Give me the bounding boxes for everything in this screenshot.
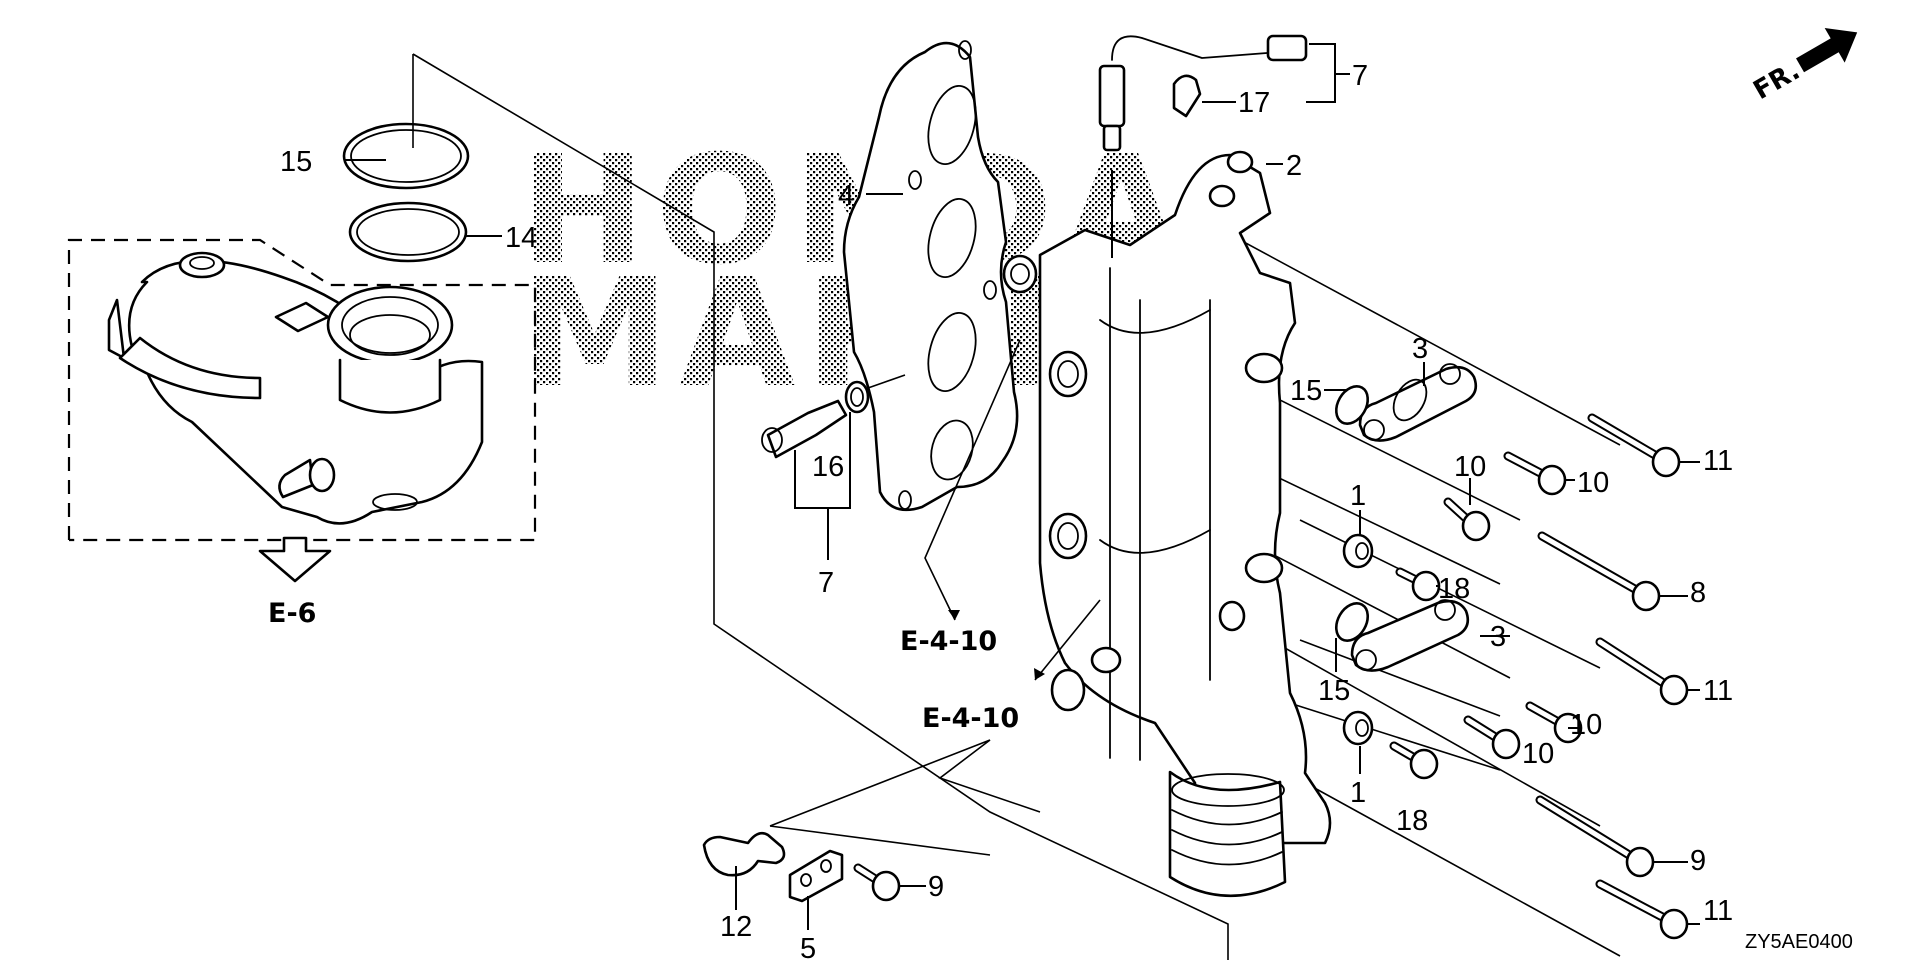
- bolt-11-c-head: [1659, 908, 1689, 940]
- bolts: [853, 413, 1700, 940]
- callout-11-a[interactable]: 11: [1703, 445, 1733, 477]
- callout-18-a[interactable]: 18: [1438, 573, 1470, 605]
- bolt-10-b-head: [1537, 464, 1567, 496]
- drawing-code: ZY5AE0400: [1745, 931, 1853, 953]
- o-ring-13: [348, 201, 468, 263]
- reference-e4-10-lower[interactable]: E-4-10: [922, 703, 1019, 734]
- leader-7: [794, 412, 851, 509]
- bolt-8-b-shaft-fill: [1537, 797, 1637, 861]
- bolt-11-a: [1587, 413, 1700, 478]
- bolt-11-c-shaft-fill: [1597, 881, 1671, 923]
- callout-12[interactable]: 12: [720, 911, 752, 943]
- bolt-8-a-head: [1631, 580, 1661, 612]
- callout-3-upper[interactable]: 3: [1412, 333, 1428, 365]
- front-direction-indicator: FR.: [1749, 28, 1858, 106]
- washer-16: [844, 380, 870, 414]
- callout-8-a[interactable]: 8: [1690, 577, 1706, 609]
- callout-1-lower[interactable]: 1: [1350, 777, 1366, 809]
- callout-leaders: [344, 43, 1510, 930]
- callout-3-lower[interactable]: 3: [1490, 621, 1506, 653]
- callout-11-c[interactable]: 11: [1703, 895, 1733, 927]
- screw-18-a-head: [1411, 570, 1441, 602]
- reference-e4-10-upper[interactable]: E-4-10: [900, 626, 997, 657]
- callout-11-b[interactable]: 11: [1703, 675, 1733, 707]
- clamp: [702, 831, 786, 877]
- manifold-gasket: [842, 40, 1019, 512]
- bolt-11-c: [1595, 879, 1700, 940]
- bolt-11-a-head: [1651, 446, 1681, 478]
- callout-5[interactable]: 5: [800, 933, 816, 960]
- o-ring-15-upper: [1334, 385, 1370, 425]
- bolt-10-d-head: [1491, 728, 1521, 760]
- callout-labels: 15 14 4 2 7 17 3 3 15 15 1 1 10 10 10 10…: [280, 60, 1733, 960]
- o-ring-15-lower: [1334, 602, 1370, 642]
- collar-lower: [1342, 710, 1374, 746]
- bolt-8-a-shaft-fill: [1539, 533, 1643, 595]
- callout-10-b[interactable]: 10: [1577, 467, 1609, 499]
- hollow-down-arrow-icon: [258, 536, 332, 583]
- callout-17[interactable]: 17: [1238, 87, 1270, 119]
- bolt-11-b: [1595, 637, 1700, 706]
- bolt-10-a-head: [1461, 510, 1491, 542]
- bolt-8-b-head: [1625, 846, 1655, 878]
- callout-18-b[interactable]: 18: [1396, 805, 1428, 837]
- bolt-8-a: [1537, 531, 1688, 612]
- bolt-11-b-shaft-fill: [1597, 639, 1671, 689]
- bolt-10-b: [1503, 451, 1575, 496]
- callout-15-lower[interactable]: 15: [1318, 675, 1350, 707]
- collar-upper: [1342, 533, 1374, 569]
- stay: [788, 849, 844, 903]
- thermostat-assembly-box: [67, 238, 537, 542]
- reference-pointers: [924, 339, 1101, 681]
- flange-lower: [1350, 599, 1470, 672]
- callout-1-upper[interactable]: 1: [1350, 480, 1366, 512]
- o-ring-14: [342, 122, 470, 190]
- callout-10-a[interactable]: 10: [1454, 451, 1486, 483]
- front-label: FR.: [1749, 56, 1806, 106]
- callout-16[interactable]: 16: [812, 451, 844, 483]
- callout-8-b[interactable]: 9: [1690, 845, 1706, 877]
- bolt-10-c: [1525, 701, 1583, 744]
- callout-7[interactable]: 7: [818, 567, 834, 599]
- callout-4[interactable]: 4: [838, 180, 854, 212]
- bolt-9-head: [871, 870, 901, 902]
- callout-2[interactable]: 2: [1286, 150, 1302, 182]
- temperature-sensor: [761, 399, 848, 459]
- callout-10-d[interactable]: 10: [1522, 738, 1554, 770]
- bolt-11-a-shaft-fill: [1589, 415, 1663, 461]
- bolt-10-a: [1443, 497, 1491, 542]
- oxygen-sensor: [1098, 34, 1308, 152]
- screw-18-b: [1389, 741, 1439, 780]
- reference-e6-label: E-6: [268, 598, 316, 629]
- thermostat-cover: [107, 251, 484, 525]
- screw-18-b-head: [1409, 748, 1439, 780]
- callout-13[interactable]: 14: [505, 222, 537, 254]
- callout-6[interactable]: 7: [1352, 60, 1368, 92]
- bolt-9: [853, 863, 926, 902]
- bolt-10-d: [1463, 715, 1521, 760]
- callout-14[interactable]: 15: [280, 146, 312, 178]
- screw-18-a: [1395, 567, 1441, 602]
- reference-e6[interactable]: E-6: [258, 536, 332, 629]
- flange-upper: [1358, 363, 1478, 442]
- callout-15-upper[interactable]: 15: [1290, 375, 1322, 407]
- callout-9[interactable]: 9: [928, 871, 944, 903]
- bolt-8-b: [1535, 795, 1688, 878]
- exhaust-manifold: [1002, 150, 1332, 898]
- callout-10-c[interactable]: 10: [1570, 709, 1602, 741]
- arrow-up-right-icon: [1796, 28, 1858, 73]
- bolt-11-b-head: [1659, 674, 1689, 706]
